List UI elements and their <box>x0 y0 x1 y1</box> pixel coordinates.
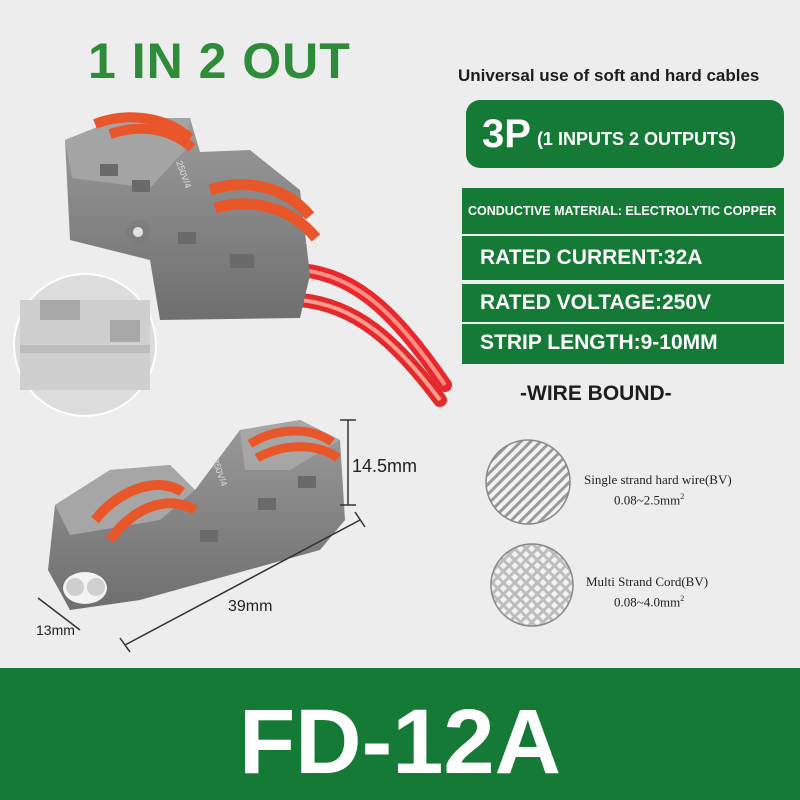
single-strand-label: Single strand hard wire(BV) <box>584 472 732 487</box>
wire-bound-icons <box>485 439 574 627</box>
spec-voltage-text: RATED VOLTAGE:250V <box>480 291 712 314</box>
dimension-lines <box>37 419 366 653</box>
headline: 1 IN 2 OUT <box>88 33 351 89</box>
dimension-length: 39mm <box>228 598 273 615</box>
zoom-detail <box>13 273 157 417</box>
spec-current-text: RATED CURRENT:32A <box>480 246 703 269</box>
single-strand-icon <box>485 439 571 525</box>
multi-strand-icon <box>490 543 574 627</box>
multi-strand-label: Multi Strand Cord(BV) <box>586 574 709 589</box>
bottom-connector: 250V/4 <box>48 420 345 610</box>
model-banner <box>0 668 800 800</box>
divider <box>462 322 784 324</box>
dimension-width: 13mm <box>36 622 75 638</box>
multi-strand-unit-sup: 2 <box>680 594 685 603</box>
multi-strand-value: 0.08~4.0mm <box>614 594 681 610</box>
spec-current: RATED CURRENT:32A <box>462 236 784 280</box>
config-badge-detail: (1 INPUTS 2 OUTPUTS) <box>536 128 736 149</box>
spec-material-text: CONDUCTIVE MATERIAL: ELECTROLYTIC COPPER <box>468 204 777 218</box>
config-badge: 3P (1 INPUTS 2 OUTPUTS) <box>466 100 784 168</box>
dimension-height: 14.5mm <box>352 456 418 476</box>
single-strand-range: 0.08~2.5mm2 <box>614 492 684 508</box>
multi-strand-range: 0.08~4.0mm2 <box>614 594 684 610</box>
model-name: FD-12A <box>238 691 562 793</box>
spec-material: CONDUCTIVE MATERIAL: ELECTROLYTIC COPPER <box>462 188 784 234</box>
red-wires <box>293 263 452 407</box>
single-strand-unit-sup: 2 <box>680 492 685 501</box>
single-strand-value: 0.08~2.5mm <box>614 492 681 508</box>
top-connector: 250V/4 <box>65 112 321 320</box>
spec-strip-length-text: STRIP LENGTH:9-10MM <box>480 331 718 354</box>
wire-bound-title: -WIRE BOUND- <box>520 382 672 405</box>
subtitle: Universal use of soft and hard cables <box>458 66 760 85</box>
spec-voltage: RATED VOLTAGE:250V <box>462 282 784 324</box>
spec-strip-length: STRIP LENGTH:9-10MM <box>462 322 784 364</box>
divider <box>462 282 784 284</box>
config-badge-main: 3P <box>482 111 531 156</box>
